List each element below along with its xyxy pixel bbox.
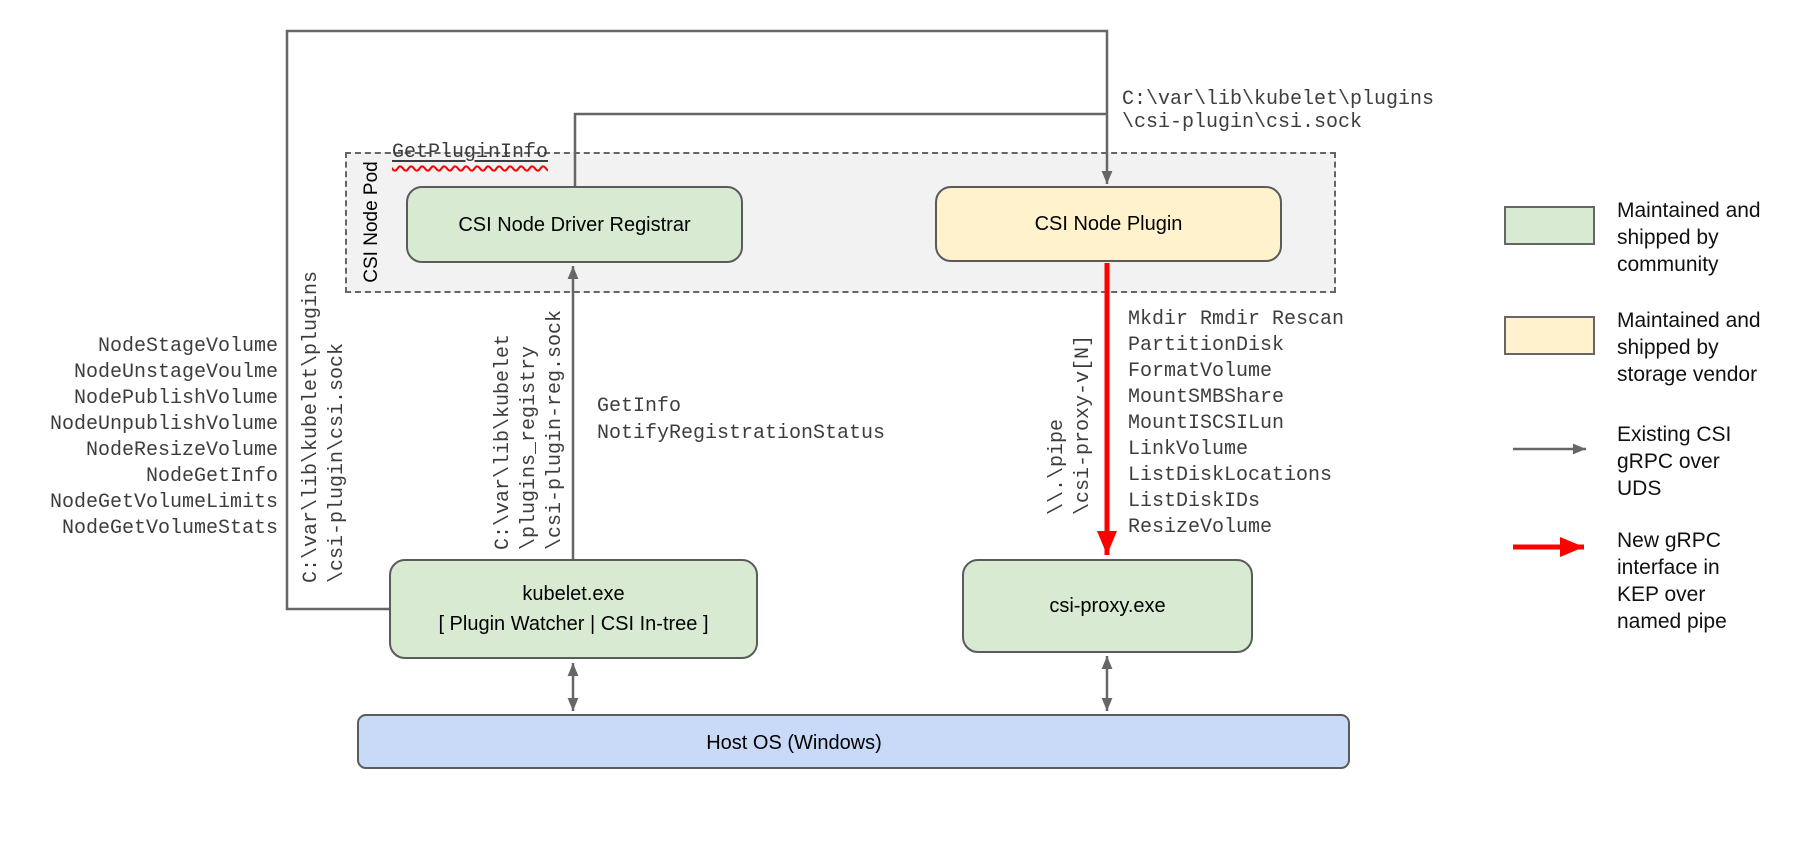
host-os-label: Host OS (Windows) — [706, 732, 882, 754]
csi-node-plugin-node: CSI Node Plugin — [935, 186, 1282, 262]
label-csi-sock-topright: C:\var\lib\kubelet\plugins \csi-plugin\c… — [1122, 88, 1435, 134]
csi-node-driver-registrar-node: CSI Node Driver Registrar — [406, 186, 743, 263]
legend-swatch-vendor — [1504, 316, 1595, 355]
legend-swatch-community — [1504, 206, 1595, 245]
kubelet-title: kubelet.exe — [522, 583, 625, 605]
plugin-label: CSI Node Plugin — [1034, 213, 1183, 235]
kubelet-subtitle: [ Plugin Watcher | CSI In-tree ] — [438, 613, 709, 635]
label-csi-sock-left: C:\var\lib\kubelet\plugins \csi-plugin\c… — [300, 270, 349, 583]
csi-proxy-node: csi-proxy.exe — [962, 559, 1253, 653]
registrar-label: CSI Node Driver Registrar — [458, 213, 691, 236]
legend-label-community: Maintained and shipped by community — [1617, 199, 1761, 276]
label-getplugininfo: GetPluginInfo — [392, 117, 548, 165]
host-os-node: Host OS (Windows) — [357, 714, 1350, 769]
label-registration-calls: GetInfo NotifyRegistrationStatus — [597, 395, 886, 445]
label-proxy-ops: Mkdir Rmdir Rescan PartitionDisk FormatV… — [1128, 308, 1345, 539]
legend-label-existing-grpc: Existing CSI gRPC over UDS — [1617, 423, 1732, 500]
csi-node-pod-label: CSI Node Pod — [361, 161, 382, 283]
csi-proxy-label: csi-proxy.exe — [1049, 595, 1166, 617]
label-named-pipe: \\.\pipe \csi-proxy-v[N] — [1046, 334, 1095, 515]
kubelet-node: kubelet.exe [ Plugin Watcher | CSI In-tr… — [389, 559, 758, 659]
label-node-ops: NodeStageVolume NodeUnstageVoulme NodePu… — [49, 335, 278, 540]
label-registry-sock: C:\var\lib\kubelet \plugins_registry \cs… — [492, 309, 567, 550]
legend-label-new-grpc: New gRPC interface in KEP over named pip… — [1617, 529, 1727, 633]
getplugininfo-text: GetPluginInfo — [392, 141, 549, 164]
legend-label-vendor: Maintained and shipped by storage vendor — [1617, 309, 1761, 386]
